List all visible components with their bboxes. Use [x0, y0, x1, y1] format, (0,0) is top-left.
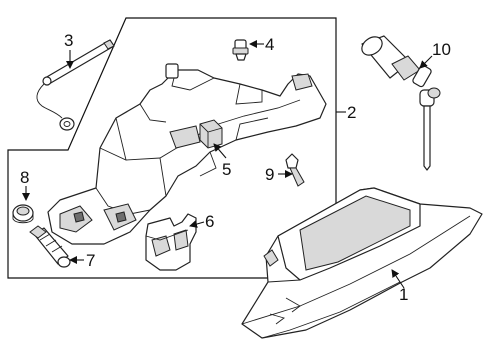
leader-1: [391, 269, 405, 289]
part-3-cable: [36, 39, 115, 131]
leader-6: [189, 220, 205, 228]
part-8-bumper: [12, 204, 34, 224]
part-1-glove-box: [241, 187, 483, 339]
part-6-bracket: [145, 213, 197, 271]
callout-5: 5: [222, 160, 231, 179]
callout-8: 8: [20, 168, 29, 187]
part-9-damper: [285, 153, 305, 187]
callout-2: 2: [347, 103, 356, 122]
callout-6: 6: [205, 212, 214, 231]
callout-4: 4: [265, 35, 274, 54]
part-4-clip: [232, 39, 249, 61]
part-7-switch: [29, 225, 71, 268]
callout-3: 3: [64, 31, 73, 50]
leader-5: [213, 143, 227, 159]
callout-7: 7: [86, 251, 95, 270]
part-5-latch: [199, 119, 223, 149]
callout-1: 1: [399, 285, 408, 304]
callout-9: 9: [265, 165, 274, 184]
assembly-frame: [7, 17, 337, 279]
callout-10: 10: [432, 40, 451, 59]
leader-10: [419, 55, 433, 69]
part-10-lock: [361, 35, 441, 171]
part-2-housing: [47, 63, 327, 245]
